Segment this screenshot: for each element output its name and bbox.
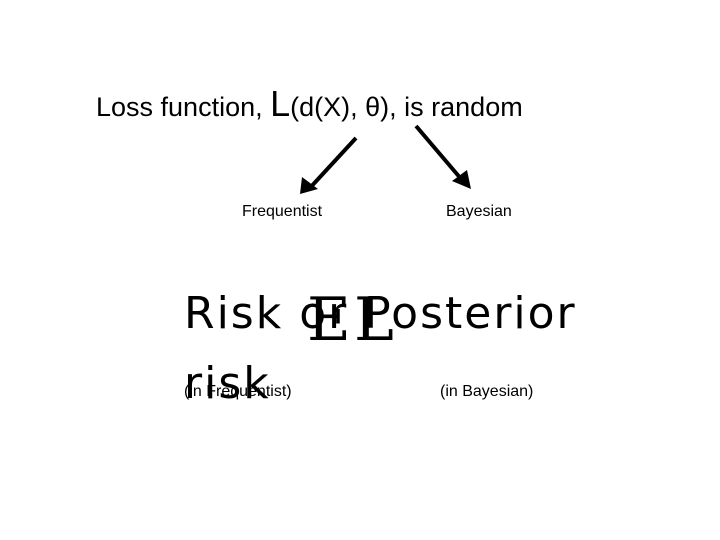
title-suffix: (d(X), θ), is random bbox=[290, 92, 523, 122]
frequentist-label: Frequentist bbox=[242, 203, 323, 220]
loss-symbol: L bbox=[354, 285, 394, 355]
title-loss-symbol: L bbox=[270, 83, 291, 124]
frequentist-note: (in Frequentist) bbox=[184, 383, 292, 400]
risk-heading-continued: risk bbox=[184, 358, 271, 409]
bayesian-note: (in Bayesian) bbox=[440, 383, 534, 400]
bayesian-label: Bayesian bbox=[446, 203, 512, 220]
expectation-symbol: E bbox=[307, 285, 351, 355]
title-prefix: Loss function, bbox=[96, 92, 271, 122]
page-title: Loss function, L(d(X), θ), is random bbox=[96, 84, 523, 127]
arrow-to-frequentist bbox=[300, 136, 358, 194]
arrow-to-bayesian bbox=[414, 124, 471, 189]
risk-heading: Risk or Posterior bbox=[184, 288, 577, 339]
